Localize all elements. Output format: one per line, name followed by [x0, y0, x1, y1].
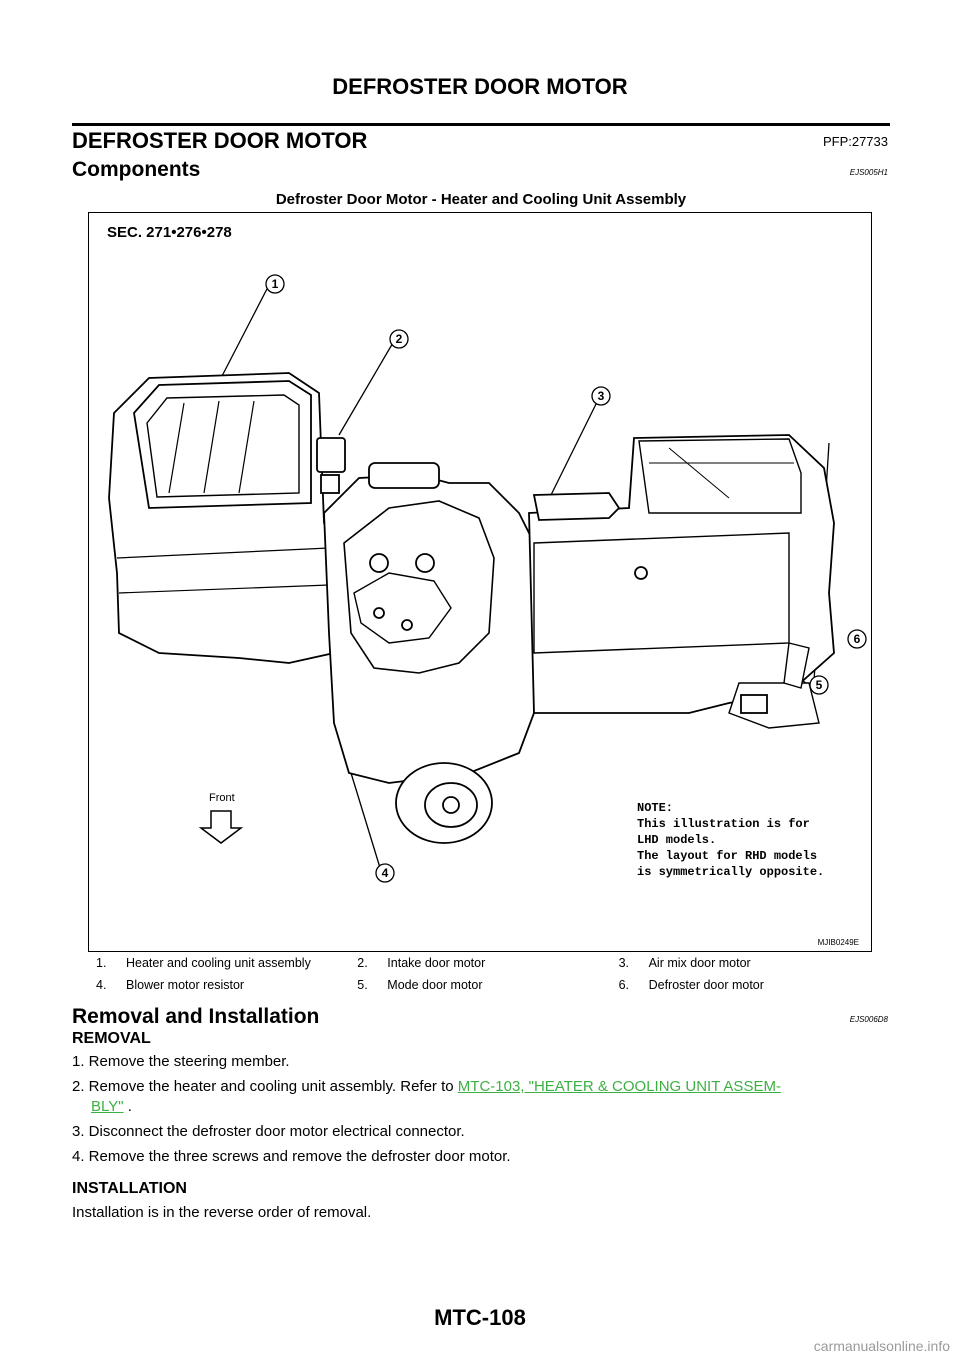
figure-note: NOTE: This illustration is for LHD model…	[637, 801, 824, 879]
step-2-tail: .	[123, 1098, 132, 1115]
intake-housing	[108, 372, 340, 664]
front-arrow-icon	[198, 810, 244, 844]
legend-label: Defroster door motor	[648, 978, 764, 992]
component-illustration: SEC. 271•276•278	[88, 212, 872, 952]
unit-drawing: SEC. 271•276•278	[107, 224, 867, 947]
removal-step-4: 4. Remove the three screws and remove th…	[72, 1148, 511, 1165]
removal-heading: REMOVAL	[72, 1030, 151, 1047]
page-header-title: DEFROSTER DOOR MOTOR	[332, 74, 628, 99]
legend-row: 4. Blower motor resistor 5. Mode door moto…	[88, 974, 872, 996]
removal-installation-code: EJS006D8	[849, 1015, 888, 1024]
removal-installation-title: Removal and Installation	[72, 1005, 320, 1028]
image-code: MJIB0249E	[818, 938, 859, 947]
installation-heading: INSTALLATION	[72, 1180, 187, 1197]
header-rule	[72, 123, 890, 126]
legend-number: 6.	[618, 978, 630, 992]
sec-label: SEC. 271•276•278	[107, 224, 232, 241]
removal-step-3: 3. Disconnect the defroster door motor e…	[72, 1123, 465, 1140]
legend-number: 4.	[96, 978, 107, 992]
removal-step-2: 2. Remove the heater and cooling unit as…	[72, 1077, 890, 1117]
svg-text:2: 2	[396, 332, 403, 346]
figure-caption: Defroster Door Motor - Heater and Coolin…	[275, 191, 687, 208]
svg-text:6: 6	[854, 632, 861, 646]
components-code: EJS005H1	[849, 168, 888, 177]
front-label: Front	[209, 792, 235, 804]
legend-number: 5.	[357, 978, 368, 992]
part-code: PFP:27733	[822, 134, 888, 149]
callouts: 1 2 3 4 5 6	[265, 274, 867, 883]
svg-text:5: 5	[816, 678, 823, 692]
air-mix-motor	[532, 492, 621, 521]
watermark: carmanualsonline.info	[813, 1338, 950, 1354]
components-title: Components	[72, 158, 201, 181]
legend-number: 2.	[357, 956, 368, 970]
intake-motor	[316, 437, 346, 494]
legend-label: Heater and cooling unit assembly	[126, 956, 311, 970]
legend-label: Intake door motor	[387, 956, 486, 970]
removal-step-1: 1. Remove the steering member.	[72, 1053, 290, 1070]
component-legend: 1. Heater and cooling unit assembly 2. Int…	[88, 952, 872, 996]
legend-label: Blower motor resistor	[126, 978, 245, 992]
installation-text: Installation is in the reverse order of …	[72, 1204, 372, 1221]
legend-number: 3.	[618, 956, 630, 970]
svg-text:3: 3	[598, 389, 605, 403]
legend-label: Mode door motor	[387, 978, 483, 992]
heater-cooling-unit-link-cont[interactable]: BLY"	[91, 1098, 124, 1115]
blower-motor	[395, 762, 493, 844]
main-case	[323, 462, 535, 784]
heater-cooling-unit-link[interactable]: MTC-103, "HEATER & COOLING UNIT ASSEM-	[457, 1078, 781, 1095]
page-number: MTC-108	[434, 1305, 526, 1330]
legend-label: Air mix door motor	[648, 956, 751, 970]
svg-text:4: 4	[382, 866, 389, 880]
legend-row: 1. Heater and cooling unit assembly 2. Int…	[88, 952, 872, 974]
legend-number: 1.	[96, 956, 107, 970]
section-title: DEFROSTER DOOR MOTOR	[72, 128, 368, 153]
step-2-text: 2. Remove the heater and cooling unit as…	[72, 1078, 458, 1095]
svg-text:1: 1	[272, 277, 279, 291]
right-case	[528, 434, 835, 729]
